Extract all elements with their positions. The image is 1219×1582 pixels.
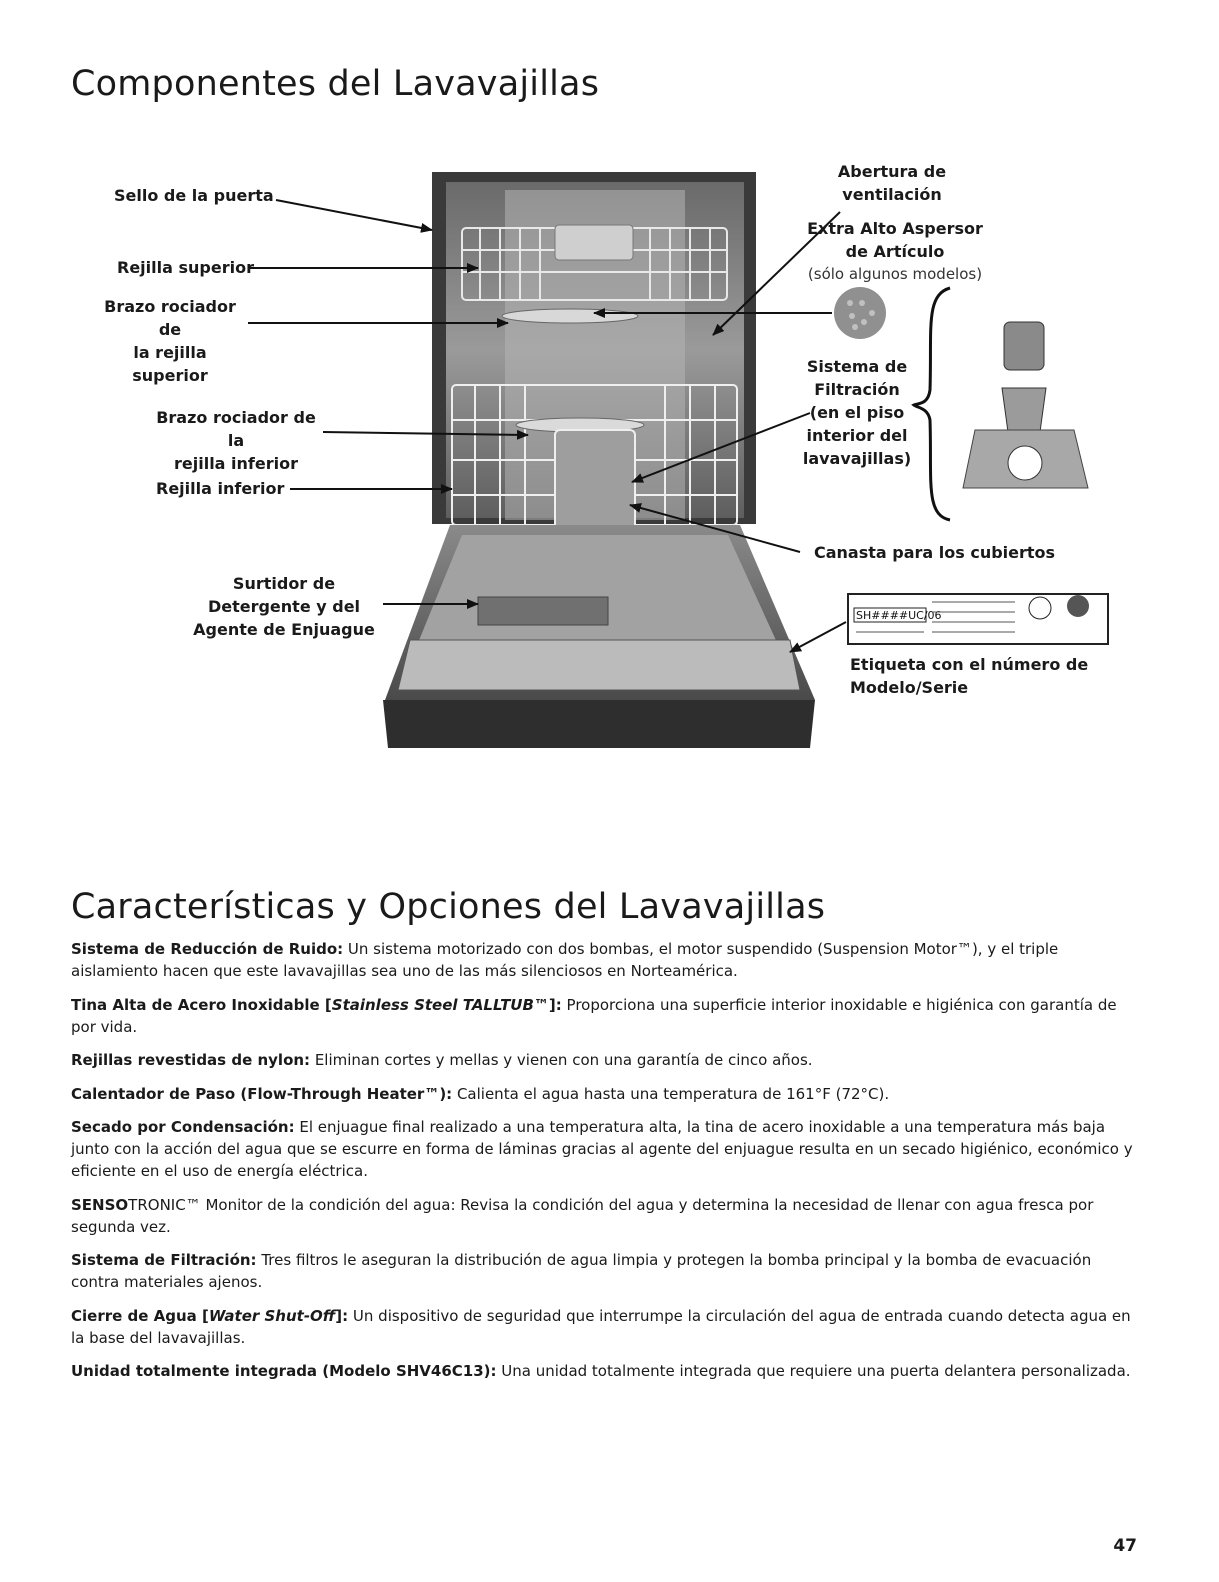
label-extra-tall-item-sprayer: Extra Alto Aspersor de Artículo (sólo al… xyxy=(790,217,1000,286)
label-upper-rack: Rejilla superior xyxy=(117,256,254,279)
feature-item: Unidad totalmente integrada (Modelo SHV4… xyxy=(71,1360,1141,1382)
label-lower-spray-arm: Brazo rociador de la rejilla inferior xyxy=(148,406,324,475)
svg-text:SH####UC/06: SH####UC/06 xyxy=(856,609,942,622)
feature-item: Cierre de Agua [Water Shut-Off]: Un disp… xyxy=(71,1305,1141,1349)
label-vent: Abertura de ventilación xyxy=(822,160,962,206)
features-list: Sistema de Reducción de Ruido: Un sistem… xyxy=(71,938,1141,1394)
label-dispenser: Surtidor de Detergente y del Agente de E… xyxy=(193,572,375,641)
feature-item: Calentador de Paso (Flow-Through Heater™… xyxy=(71,1083,1141,1105)
label-door-seal: Sello de la puerta xyxy=(114,184,274,207)
section-title-features: Características y Opciones del Lavavajil… xyxy=(71,887,825,927)
label-silverware-basket: Canasta para los cubiertos xyxy=(814,541,1055,564)
feature-item: Tina Alta de Acero Inoxidable [Stainless… xyxy=(71,994,1141,1038)
label-filtration-system: Sistema de Filtración (en el piso interi… xyxy=(798,355,916,470)
feature-item: Secado por Condensación: El enjuague fin… xyxy=(71,1116,1141,1182)
page-number: 47 xyxy=(1113,1536,1137,1556)
label-upper-spray-arm: Brazo rociador de la rejilla superior xyxy=(94,295,246,387)
feature-item: Sistema de Reducción de Ruido: Un sistem… xyxy=(71,938,1141,982)
filter-brace xyxy=(914,288,950,520)
label-rating-plate: Etiqueta con el número de Modelo/Serie xyxy=(850,653,1088,699)
feature-item: SENSOTRONIC™ Monitor de la condición del… xyxy=(71,1194,1141,1238)
rating-plate: SH####UC/06 xyxy=(848,594,1108,644)
label-lower-rack: Rejilla inferior xyxy=(156,477,284,500)
feature-item: Sistema de Filtración: Tres filtros le a… xyxy=(71,1249,1141,1293)
dishwasher-photo xyxy=(383,172,815,748)
feature-item: Rejillas revestidas de nylon: Eliminan c… xyxy=(71,1049,1141,1071)
